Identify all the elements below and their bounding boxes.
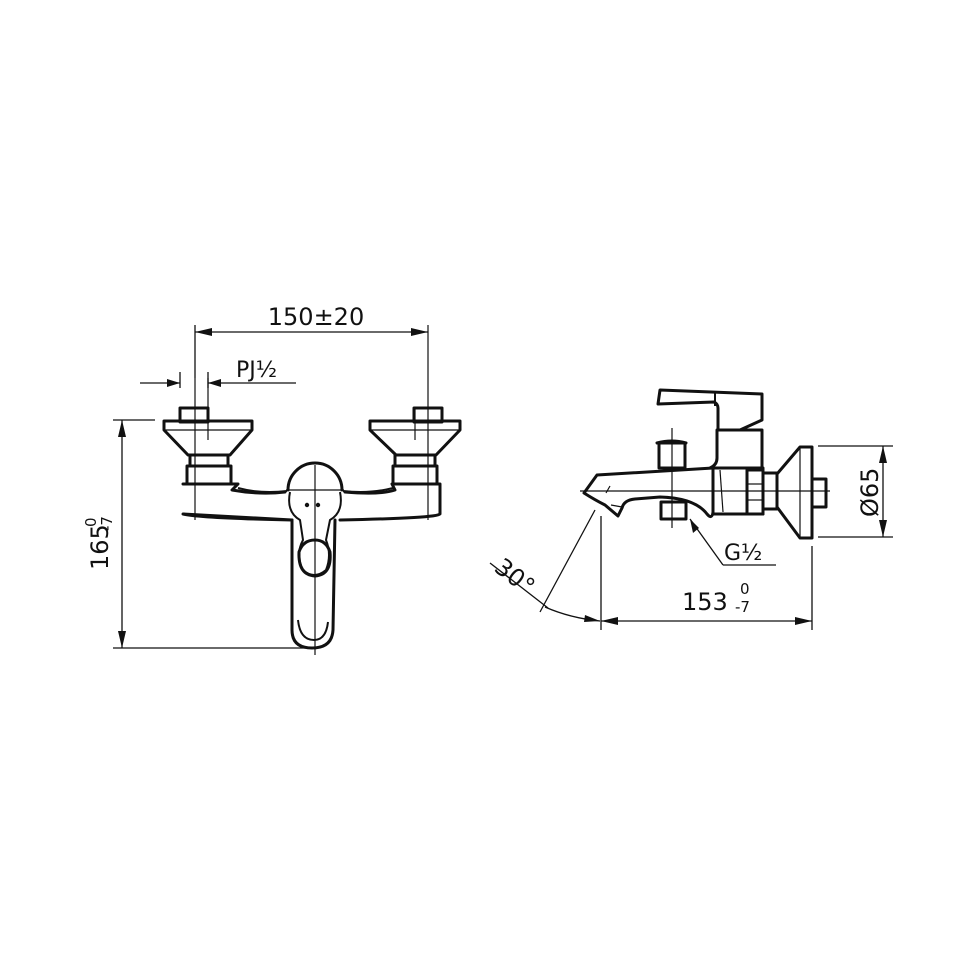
- dimension-inlet-spacing: [194, 325, 428, 378]
- side-lever: [656, 388, 764, 432]
- side-view: Ø65 G½ 153 0 -7 30°: [489, 388, 893, 630]
- cartridge-body: [708, 428, 764, 472]
- dimension-height: [113, 419, 312, 649]
- left-inlet: [162, 406, 254, 486]
- outlet-thread-leader: [689, 518, 776, 566]
- dimension-spout-angle: [489, 509, 601, 622]
- dimension-depth: [600, 516, 813, 630]
- dimension-flange-diameter: [818, 445, 893, 538]
- front-view: 150±20 PJ½ 165 0 -7: [82, 303, 462, 655]
- mixer-body: [181, 482, 442, 522]
- spout: [582, 466, 715, 519]
- flange-diameter-label: Ø65: [856, 468, 884, 517]
- height-tol-upper: 0: [82, 517, 100, 527]
- wall-flange: [775, 445, 828, 540]
- outlet-thread-label: G½: [724, 541, 762, 566]
- spout-angle-label: 30°: [489, 553, 540, 601]
- shower-outlet: [659, 500, 688, 521]
- height-label: 165: [86, 524, 114, 570]
- inlet-thread-label: PJ½: [236, 358, 277, 383]
- depth-tol-upper: 0: [740, 580, 750, 598]
- height-tol-lower: -7: [98, 516, 116, 531]
- inlet-spacing-label: 150±20: [268, 303, 364, 331]
- depth-tol-lower: -7: [735, 598, 750, 616]
- depth-label: 153: [682, 588, 728, 616]
- dimension-inlet-thread: [140, 372, 296, 388]
